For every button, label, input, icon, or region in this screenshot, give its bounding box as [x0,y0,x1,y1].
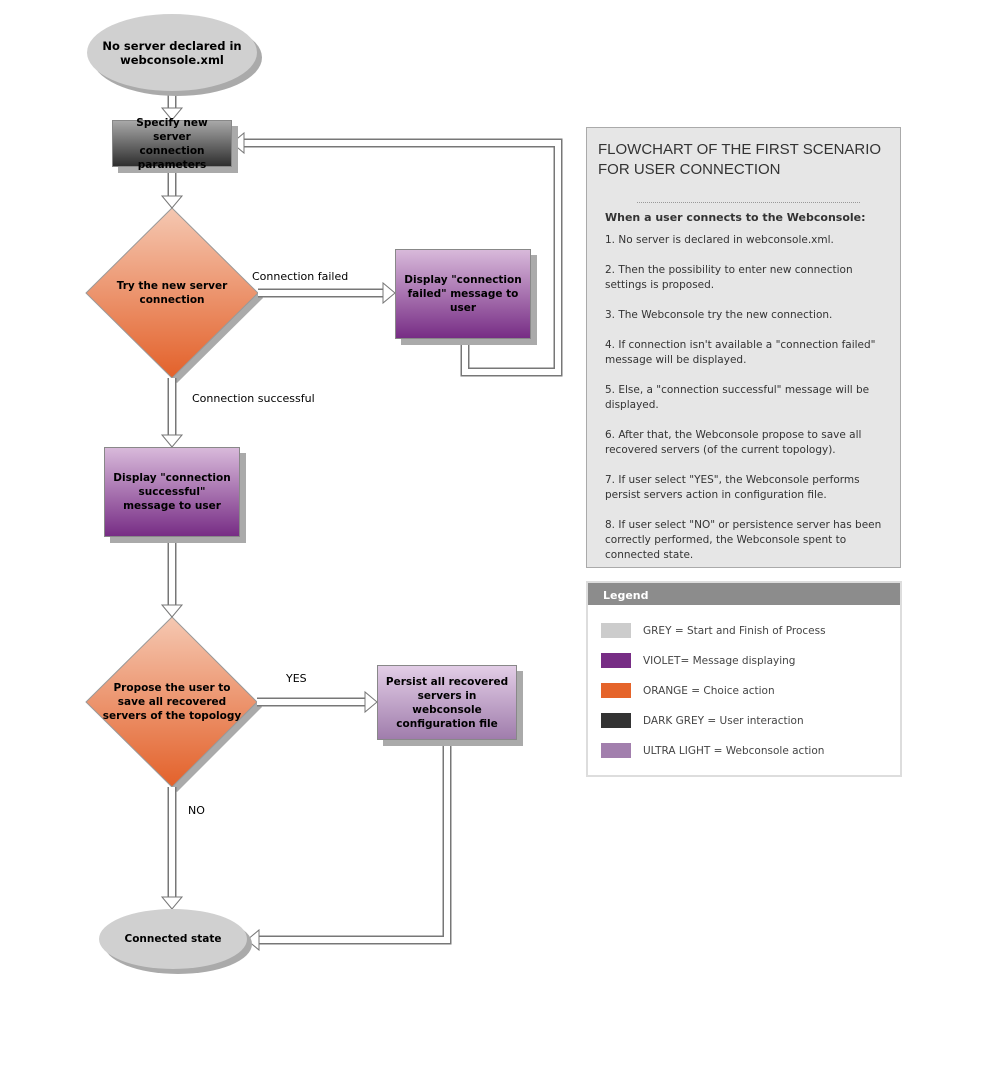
arrow-head [231,131,245,155]
arrow-connector [246,739,452,952]
step: 1. No server is declared in webconsole.x… [605,234,834,246]
legend-label: ULTRA LIGHT = Webconsole action [643,744,825,757]
panel-title: FLOWCHART OF THE FIRST SCENARIO FOR USER… [598,141,882,178]
persist-text: Persist all recovered servers in webcons… [385,675,509,730]
legend-label: GREY = Start and Finish of Process [643,624,826,637]
connection-successful-node[interactable]: Display "connection successful" message … [104,447,240,537]
end-text: Connected state [124,933,222,945]
no-label: NO [188,804,205,817]
arrow-head [364,690,378,714]
connection-failed-label: Connection failed [252,270,349,283]
arrow-head [160,604,184,618]
legend-swatch [601,653,631,668]
yes-label: YES [286,672,307,685]
legend-label: VIOLET= Message displaying [643,654,796,667]
step: 3. The Webconsole try the new connection… [605,309,833,321]
description-panel: FLOWCHART OF THE FIRST SCENARIO FOR USER… [586,127,901,568]
arrow-head [160,107,184,121]
step: 6. After that, the Webconsole propose to… [605,429,862,456]
connection-successful-label: Connection successful [192,392,315,405]
arrow-connector [160,536,184,618]
legend-item: GREY = Start and Finish of Process [601,622,900,639]
arrow-head [160,896,184,910]
legend-item: VIOLET= Message displaying [601,652,900,669]
legend-swatch [601,743,631,758]
legend-item: ULTRA LIGHT = Webconsole action [601,742,900,759]
arrow-connector [258,281,396,305]
connection-failed-node[interactable]: Display "connection failed" message to u… [395,249,531,339]
arrow-head [160,195,184,209]
step: 4. If connection isn't available a "conn… [605,339,876,366]
arrow-head [160,434,184,448]
legend-item: ORANGE = Choice action [601,682,900,699]
specify-text: Specify new server connection parameters [136,116,208,171]
step: 7. If user select "YES", the Webconsole … [605,474,860,501]
success-text: Display "connection successful" message … [113,472,231,512]
start-text: No server declared in webconsole.xml [102,38,242,67]
divider [637,202,860,203]
legend-swatch [601,713,631,728]
arrow-head [382,281,396,305]
step: 5. Else, a "connection successful" messa… [605,384,870,411]
propose-save-text: Propose the user to save all recovered s… [102,682,242,722]
legend: Legend GREY = Start and Finish of Proces… [586,581,902,777]
specify-parameters-node[interactable]: Specify new server connection parameters [112,117,232,171]
panel-intro: When a user connects to the Webconsole: [605,211,866,224]
step: 2. Then the possibility to enter new con… [605,264,853,291]
legend-swatch [601,683,631,698]
failed-text: Display "connection failed" message to u… [404,274,522,314]
legend-swatch [601,623,631,638]
legend-item: DARK GREY = User interaction [601,712,900,729]
legend-label: DARK GREY = User interaction [643,714,804,727]
arrow-connector [231,131,563,377]
step: 8. If user select "NO" or persistence se… [605,519,882,561]
persist-servers-node[interactable]: Persist all recovered servers in webcons… [377,665,517,740]
arrow-connector [160,378,184,448]
end-node[interactable]: Connected state [99,909,247,969]
legend-title: Legend [588,583,900,605]
try-connection-text: Try the new server connection [116,280,228,306]
arrow-connector [160,92,184,121]
legend-label: ORANGE = Choice action [643,684,775,697]
arrow-head [246,928,260,952]
arrow-connector [160,787,184,910]
arrow-connector [257,690,378,714]
start-node[interactable]: No server declared in webconsole.xml [87,14,257,91]
arrow-connector [160,167,184,209]
